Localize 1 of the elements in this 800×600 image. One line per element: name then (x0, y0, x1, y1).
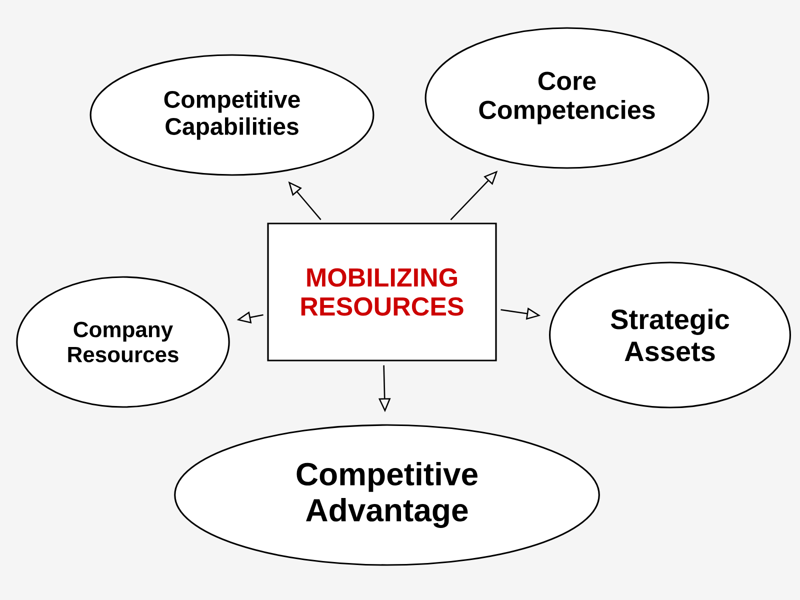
topic-box: MOBILIZING RESOURCES (267, 222, 497, 362)
